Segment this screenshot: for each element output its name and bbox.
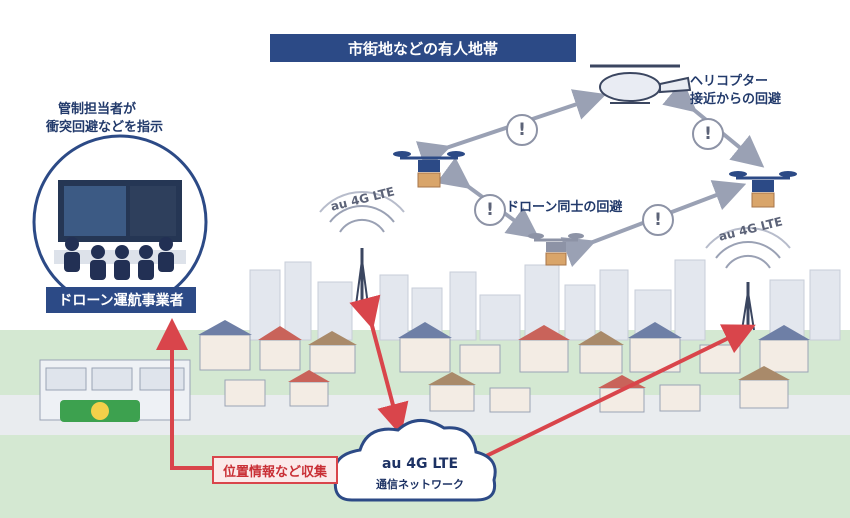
drone-avoid-label: ドローン同士の回避	[506, 200, 623, 215]
warning-icon: !	[642, 204, 674, 236]
warning-icon: !	[692, 118, 724, 150]
operator-label: ドローン運航事業者	[46, 287, 196, 313]
collect-label: 位置情報など収集	[212, 456, 338, 484]
network-description: 通信ネットワーク	[376, 478, 464, 491]
drone-depot	[39, 359, 191, 422]
controller-caption-line2: 衝突回避などを指示	[46, 120, 164, 135]
warning-icon: !	[506, 114, 538, 146]
network-name: au 4G LTE	[381, 456, 459, 472]
control-room	[32, 134, 208, 310]
helicopter-label-line1: ヘリコプター	[690, 74, 769, 89]
helicopter-label-line2: 接近からの回避	[690, 92, 782, 107]
drone-right	[729, 171, 797, 208]
warning-icon: !	[474, 194, 506, 226]
helicopter	[590, 64, 692, 104]
page-title: 市街地などの有人地帯	[270, 34, 576, 62]
drone-bottom	[528, 233, 584, 266]
drone-left	[393, 151, 465, 188]
controller-caption-line1: 管制担当者が	[58, 102, 137, 117]
